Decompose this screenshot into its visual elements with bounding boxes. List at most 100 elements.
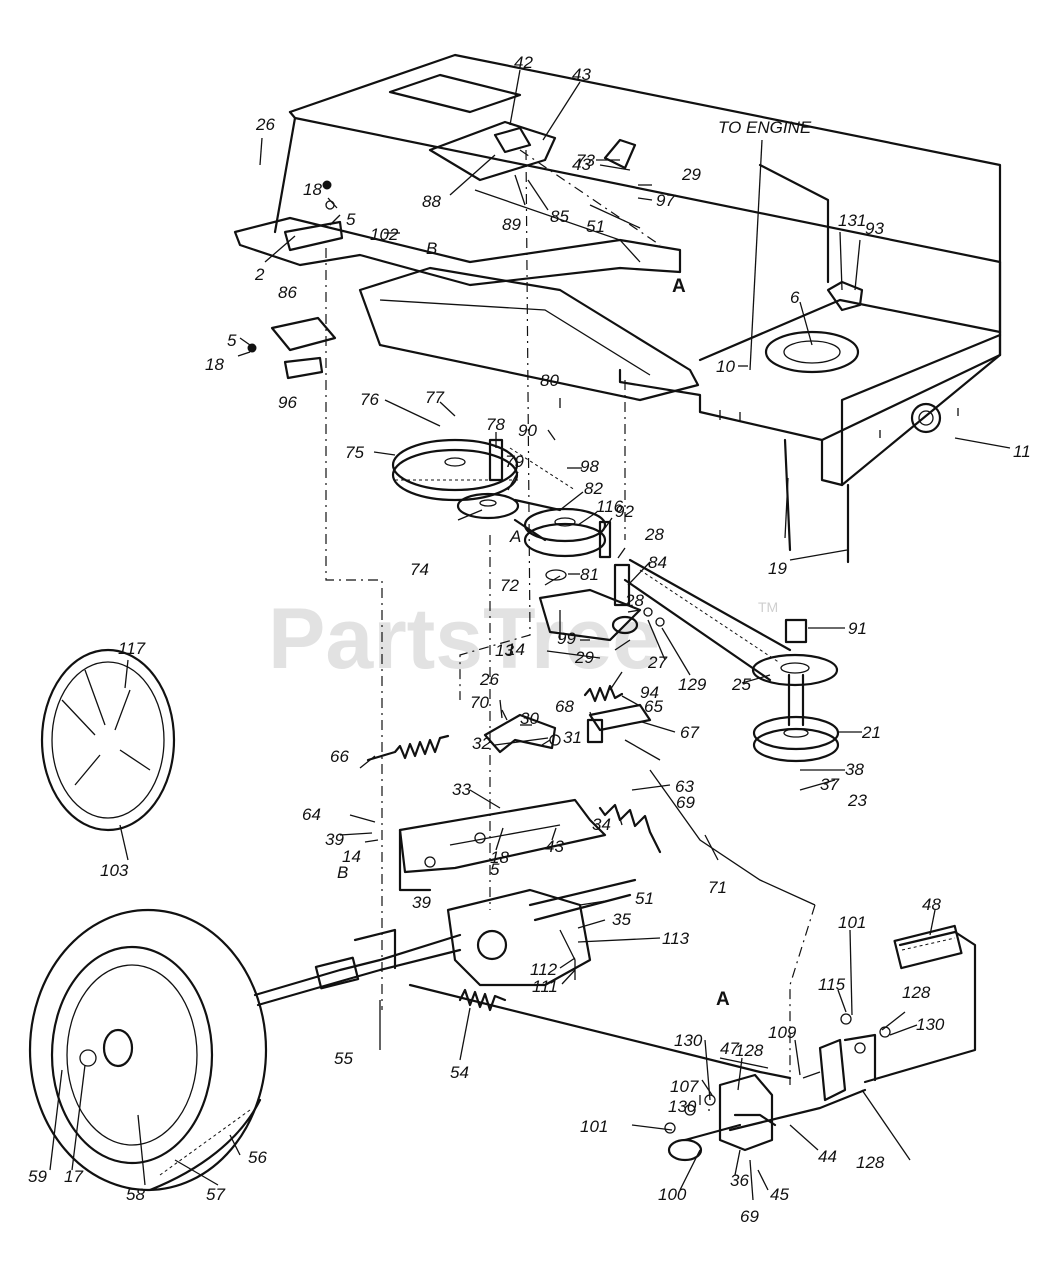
callout-51-top: 51 [586,217,605,236]
callout-58: 58 [126,1185,145,1204]
callout-5-mid: 5 [490,860,500,879]
callout-98: 98 [580,457,599,476]
callout-128-c: 128 [856,1153,885,1172]
callout-129: 129 [678,675,707,694]
letter-b-top: B [426,239,437,258]
callout-10: 10 [716,357,735,376]
callout-18-left: 18 [205,355,224,374]
callout-102: 102 [370,225,399,244]
callout-77: 77 [425,388,444,407]
callout-26-top: 26 [255,115,275,134]
callout-103: 103 [100,861,129,880]
callout-76: 76 [360,390,379,409]
callout-32: 32 [472,734,491,753]
callout-64: 64 [302,805,321,824]
callout-5-top: 5 [346,210,356,229]
callout-28-a: 28 [644,525,664,544]
callout-116: 116 [596,497,624,516]
callout-43-low: 43 [545,837,564,856]
callout-43-top: 43 [572,65,591,84]
callout-11: 11 [1013,442,1031,461]
callout-78: 78 [486,415,505,434]
callout-21: 21 [861,723,881,742]
callout-74: 74 [410,560,429,579]
callout-71: 71 [708,878,727,897]
front-apron [233,216,700,402]
callout-13: 13 [495,641,514,660]
rear-wheel [28,908,268,1192]
callout-93: 93 [865,219,884,238]
callout-29-mid: 29 [574,648,594,667]
callout-81: 81 [580,565,599,584]
callout-84: 84 [648,553,667,572]
callout-111: 111 [532,977,558,996]
letter-b-bottom: B [337,863,348,882]
callout-101-left: 101 [580,1117,608,1136]
callout-5-left: 5 [227,331,237,350]
callout-86: 86 [278,283,297,302]
callout-34: 34 [592,815,611,834]
dashed-leaders [325,149,816,1085]
callout-14-left: 14 [342,847,361,866]
callout-130-a: 130 [674,1031,703,1050]
callout-69-mid: 69 [676,793,695,812]
callout-43-mid: 43 [572,155,591,174]
wheel-cover [40,648,176,832]
callout-113: 113 [662,929,690,948]
callout-130-c: 130 [916,1015,945,1034]
callout-92: 92 [615,502,634,521]
callout-69-low: 69 [740,1207,759,1226]
callout-37: 37 [820,775,839,794]
callout-23: 23 [847,791,867,810]
callout-130-b: 130 [668,1097,697,1116]
callout-47: 47 [720,1039,739,1058]
callout-72: 72 [500,576,519,595]
callout-100: 100 [658,1185,687,1204]
callout-99: 99 [557,629,576,648]
callout-25: 25 [731,675,751,694]
callout-94: 94 [640,683,659,702]
callout-19: 19 [768,559,787,578]
callout-79: 79 [505,452,524,471]
trademark: TM [758,599,778,615]
callout-55: 55 [334,1049,353,1068]
callout-73: 73 [576,151,595,170]
letter-a-top: A [672,276,686,297]
callout-85: 85 [550,207,569,226]
callout-18-mid: 18 [490,848,509,867]
callout-101-right: 101 [838,913,866,932]
idler-bracket [538,520,665,642]
drive-belt [623,558,840,763]
callout-109: 109 [768,1023,797,1042]
callout-6: 6 [790,288,800,307]
pivot-brackets [398,703,652,892]
callout-35: 35 [612,910,631,929]
pedal-assembly [664,924,977,1162]
callout-39-a: 39 [325,830,344,849]
callout-90: 90 [518,421,537,440]
callout-128-a: 128 [735,1041,764,1060]
callout-56: 56 [248,1148,267,1167]
callout-28-b: 28 [624,591,644,610]
callout-66: 66 [330,747,349,766]
callout-27: 27 [647,653,667,672]
letter-a-bottom: A [716,989,730,1010]
callout-117: 117 [118,639,146,658]
callout-67: 67 [680,723,699,742]
callout-44: 44 [818,1147,837,1166]
callout-18-top: 18 [303,180,322,199]
callout-42: 42 [514,53,533,72]
callout-68: 68 [555,697,574,716]
callout-30: 30 [520,709,539,728]
callout-54: 54 [450,1063,469,1082]
callout-26-mid: 26 [479,670,499,689]
callout-80: 80 [540,371,559,390]
callout-131: 131 [838,211,866,230]
callout-17: 17 [64,1167,83,1186]
callout-14-mid: 14 [506,640,525,659]
callout-59: 59 [28,1167,47,1186]
callout-51-mid: 51 [635,889,654,908]
callout-97: 97 [656,191,675,210]
callout-45: 45 [770,1185,789,1204]
